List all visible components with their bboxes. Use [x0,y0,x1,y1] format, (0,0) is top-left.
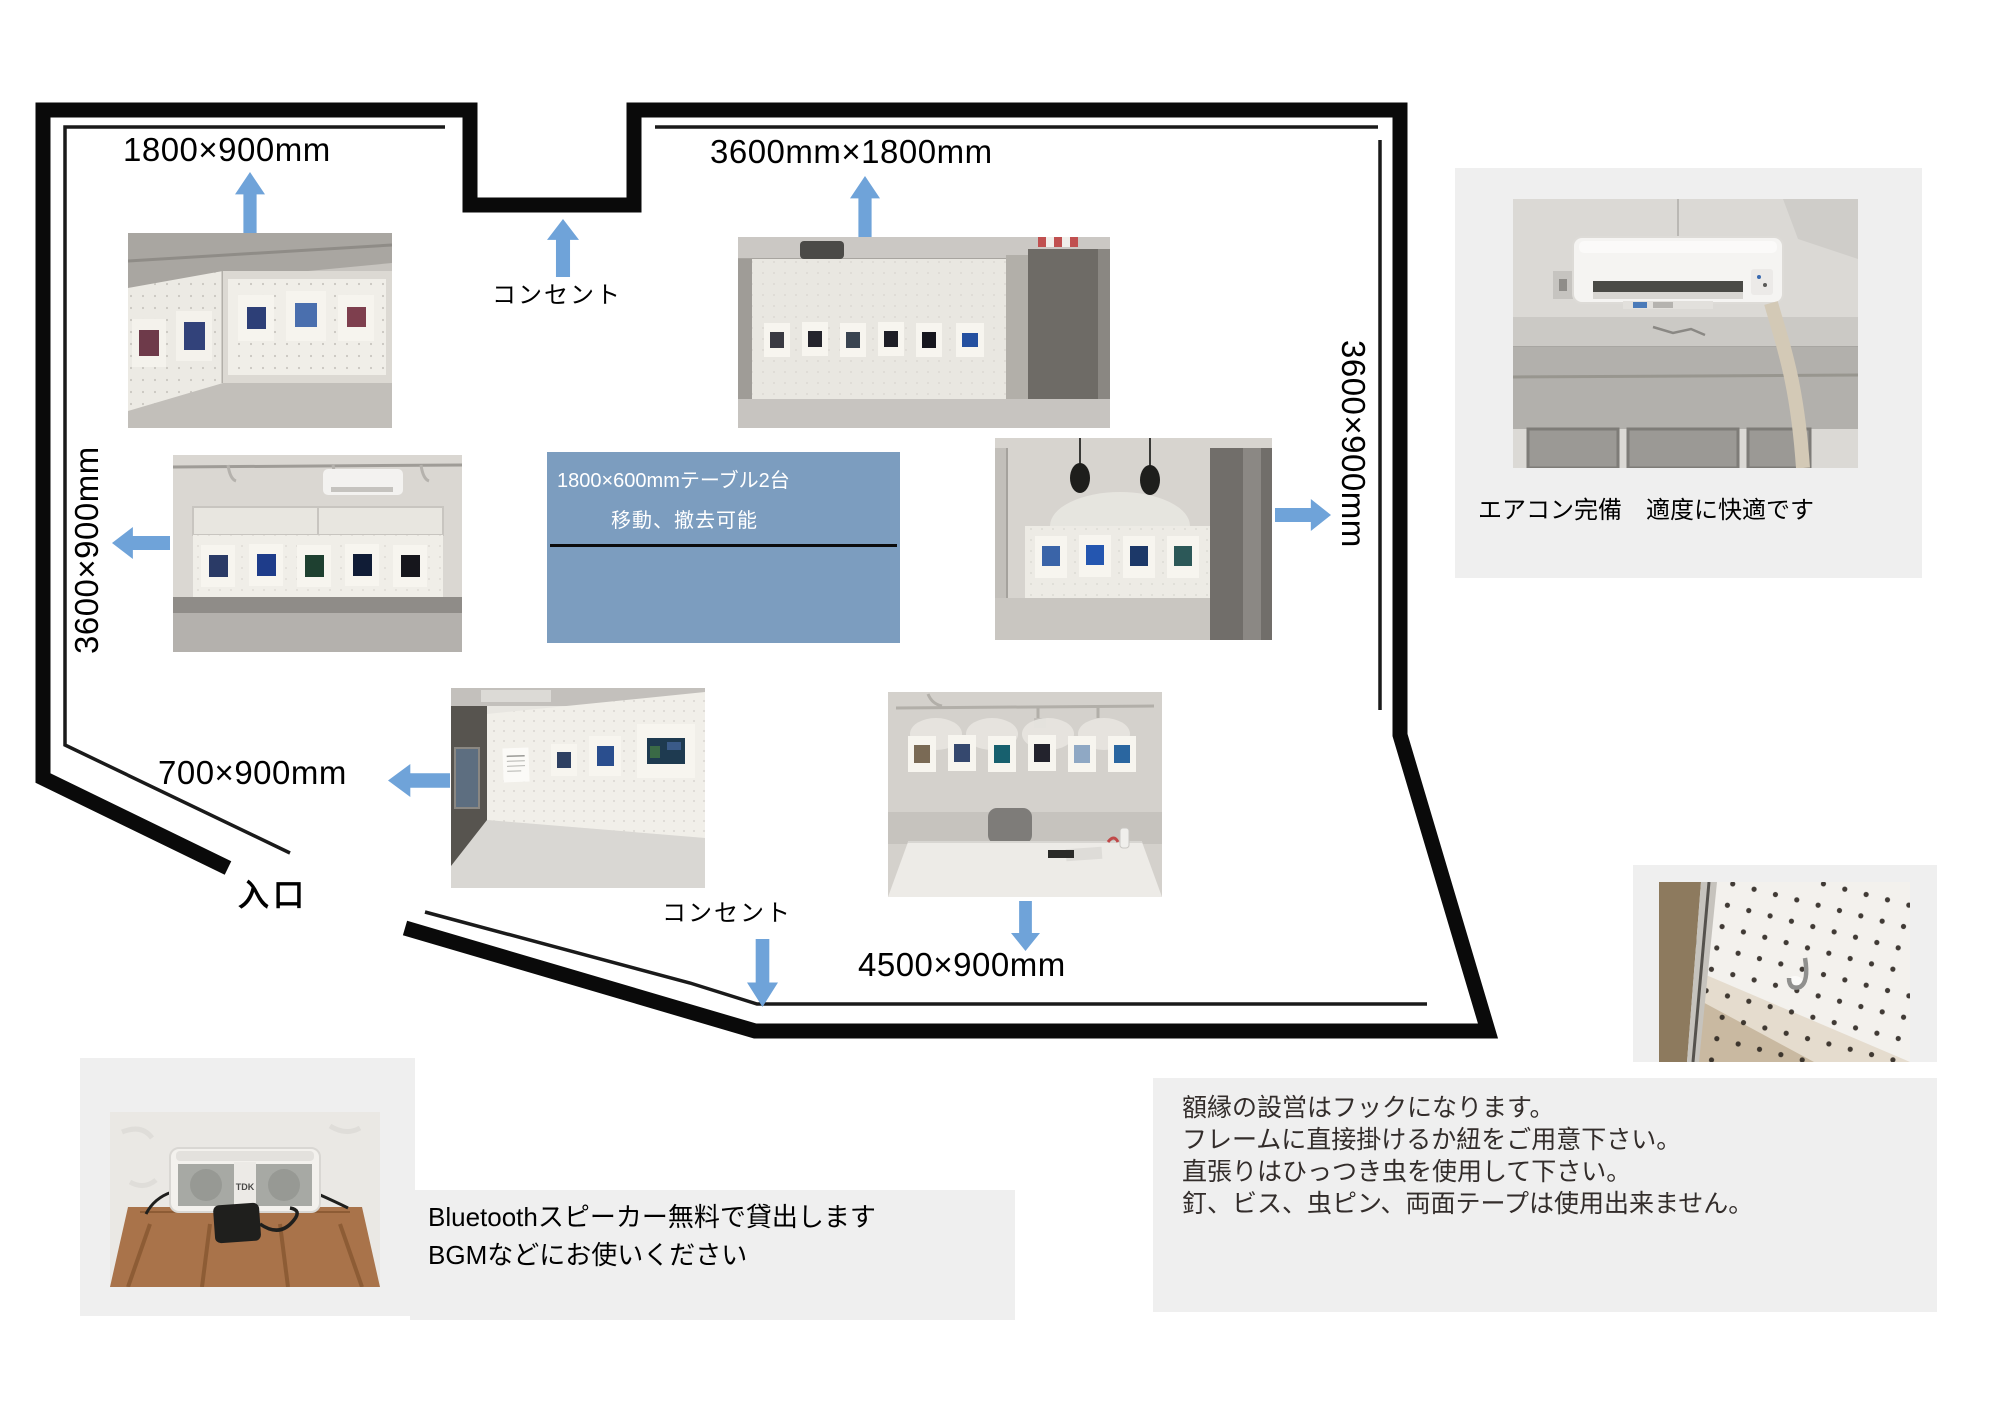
wall-outline-path [35,102,1499,1039]
aircon-caption: エアコン完備 適度に快適です [1478,497,1814,524]
photo-table-room [888,692,1162,897]
photo-wall-left [173,455,462,652]
photo-aircon [1513,199,1858,468]
table-divider [550,544,897,547]
bluetooth-caption: Bluetoothスピーカー無料で貸出します BGMなどにお使いください [428,1198,876,1274]
dim-label-top-center: 3600mm×1800mm [710,133,993,170]
bluetooth-panel [410,1190,1015,1320]
speaker-brand-text: TDK [236,1182,255,1192]
hooks-caption-line3: 直張りはひっつき虫を使用して下さい。 [1182,1158,1632,1186]
entrance-label: 入口 [238,878,308,913]
dim-label-left: 3600×900mm [68,446,105,654]
inner-line-left [63,125,445,855]
photo-wall-top-center [738,237,1110,428]
hooks-caption-line4: 釘、ビス、虫ピン、両面テープは使用出来ません。 [1182,1190,1754,1218]
table-zone-line1: 1800×600mmテーブル2台 [557,470,790,492]
dim-label-700: 700×900mm [158,754,347,791]
outlet-label-bottom: コンセント [662,900,792,927]
hooks-caption-line2: フレームに直接掛けるか紐をご用意下さい。 [1182,1126,1682,1154]
hooks-caption: 額縁の設営はフックになります。 フレームに直接掛けるか紐をご用意下さい。 直張り… [1182,1092,1753,1220]
dim-label-top-left: 1800×900mm [123,131,331,168]
dim-label-right: 3600×900mm [1335,340,1372,548]
dim-label-4500: 4500×900mm [858,946,1066,983]
photo-pegboard-hook [1659,882,1910,1062]
hooks-caption-line1: 額縁の設営はフックになります。 [1182,1094,1555,1122]
hooks-panel [1153,1078,1937,1312]
outlet-label-top: コンセント [492,282,622,309]
photo-corridor [451,688,705,888]
hook-icon [1786,957,1809,990]
photo-wall-right [995,438,1272,640]
photo-speaker: TDK [110,1112,380,1287]
table-zone-box: 1800×600mmテーブル2台 移動、撤去可能 [547,452,900,643]
table-zone-line2: 移動、撤去可能 [611,510,758,532]
inner-line-bottom [424,910,1427,1006]
bluetooth-caption-line1: Bluetoothスピーカー無料で貸出します [428,1202,876,1232]
bluetooth-caption-line2: BGMなどにお使いください [428,1240,748,1270]
photo-gallery-corner-top-left [128,233,392,428]
